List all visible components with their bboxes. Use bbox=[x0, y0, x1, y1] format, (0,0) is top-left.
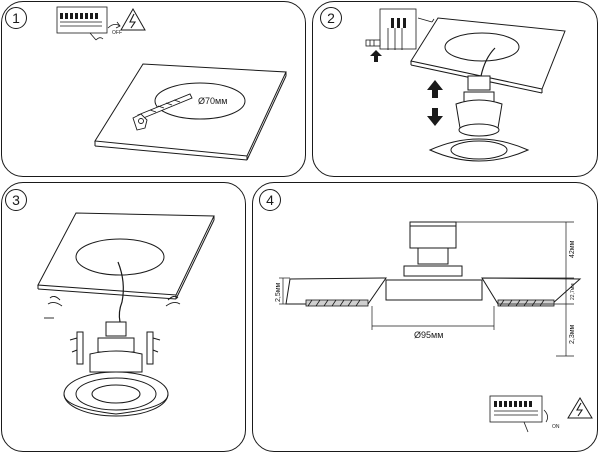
step-2-panel bbox=[312, 1, 598, 177]
step-1-number: 1 bbox=[5, 7, 27, 29]
step-4-number: 4 bbox=[259, 189, 281, 211]
step-3-number: 3 bbox=[5, 189, 27, 211]
step-3-panel bbox=[1, 182, 246, 452]
step-2-number: 2 bbox=[320, 7, 342, 29]
step-4-panel bbox=[252, 182, 598, 452]
step-1-panel bbox=[1, 1, 306, 177]
